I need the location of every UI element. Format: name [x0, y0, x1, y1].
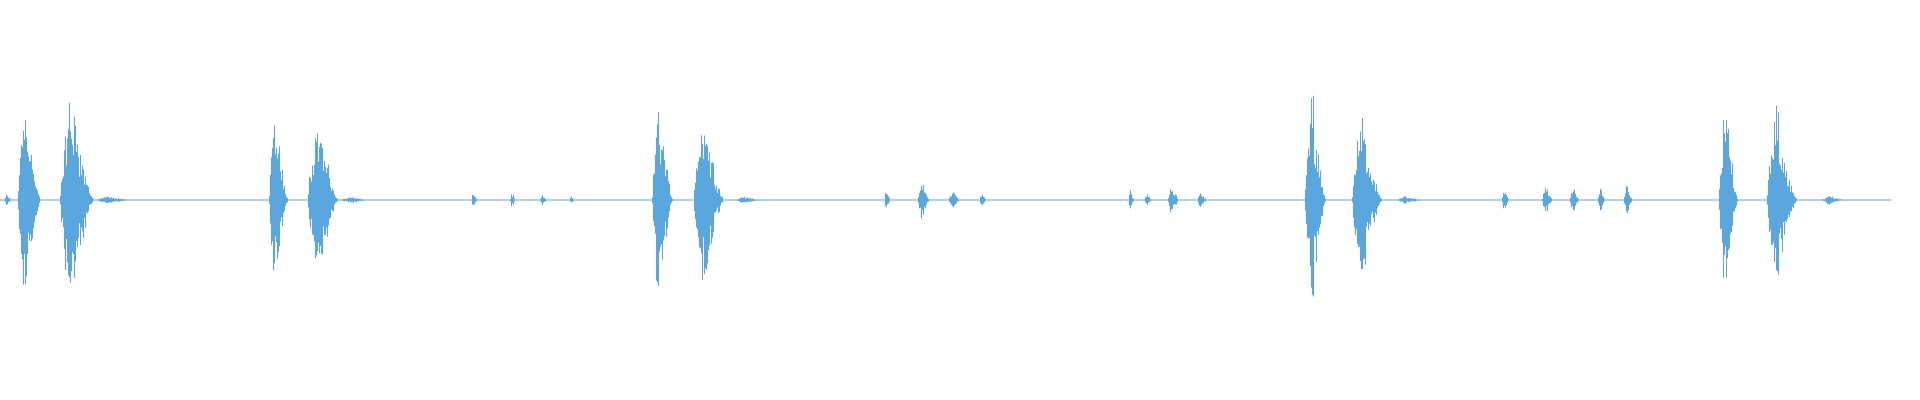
waveform-burst [1198, 193, 1206, 207]
waveform-samples [4, 95, 1842, 297]
waveform-burst [949, 192, 959, 208]
waveform-burst [737, 196, 757, 203]
waveform-burst [1305, 95, 1326, 297]
waveform-burst [570, 196, 574, 203]
waveform-burst [652, 111, 673, 286]
waveform-burst [510, 194, 515, 207]
waveform-burst [885, 193, 890, 207]
waveform-burst [1502, 192, 1509, 209]
waveform-burst [308, 133, 338, 258]
waveform-burst [1168, 189, 1179, 213]
waveform-burst [1129, 190, 1134, 209]
waveform-burst [1398, 196, 1420, 204]
waveform-burst [1719, 120, 1738, 278]
waveform-burst [4, 194, 11, 205]
waveform-burst [1352, 118, 1382, 270]
waveform-burst [1542, 188, 1553, 212]
waveform-burst [1570, 189, 1579, 211]
waveform-burst [472, 195, 477, 205]
waveform-burst [342, 197, 365, 203]
waveform-burst [1145, 194, 1152, 205]
waveform-burst [269, 125, 288, 271]
waveform-burst [1767, 105, 1797, 275]
waveform-burst [98, 196, 127, 203]
waveform-burst [918, 185, 929, 219]
waveform-burst [18, 120, 40, 285]
waveform-burst [1624, 185, 1633, 214]
waveform-burst [540, 195, 547, 205]
waveform-burst [980, 194, 986, 206]
waveform-burst [1823, 196, 1842, 205]
waveform-burst [60, 102, 94, 283]
waveform-burst [1598, 188, 1605, 211]
waveform-burst [694, 135, 724, 281]
